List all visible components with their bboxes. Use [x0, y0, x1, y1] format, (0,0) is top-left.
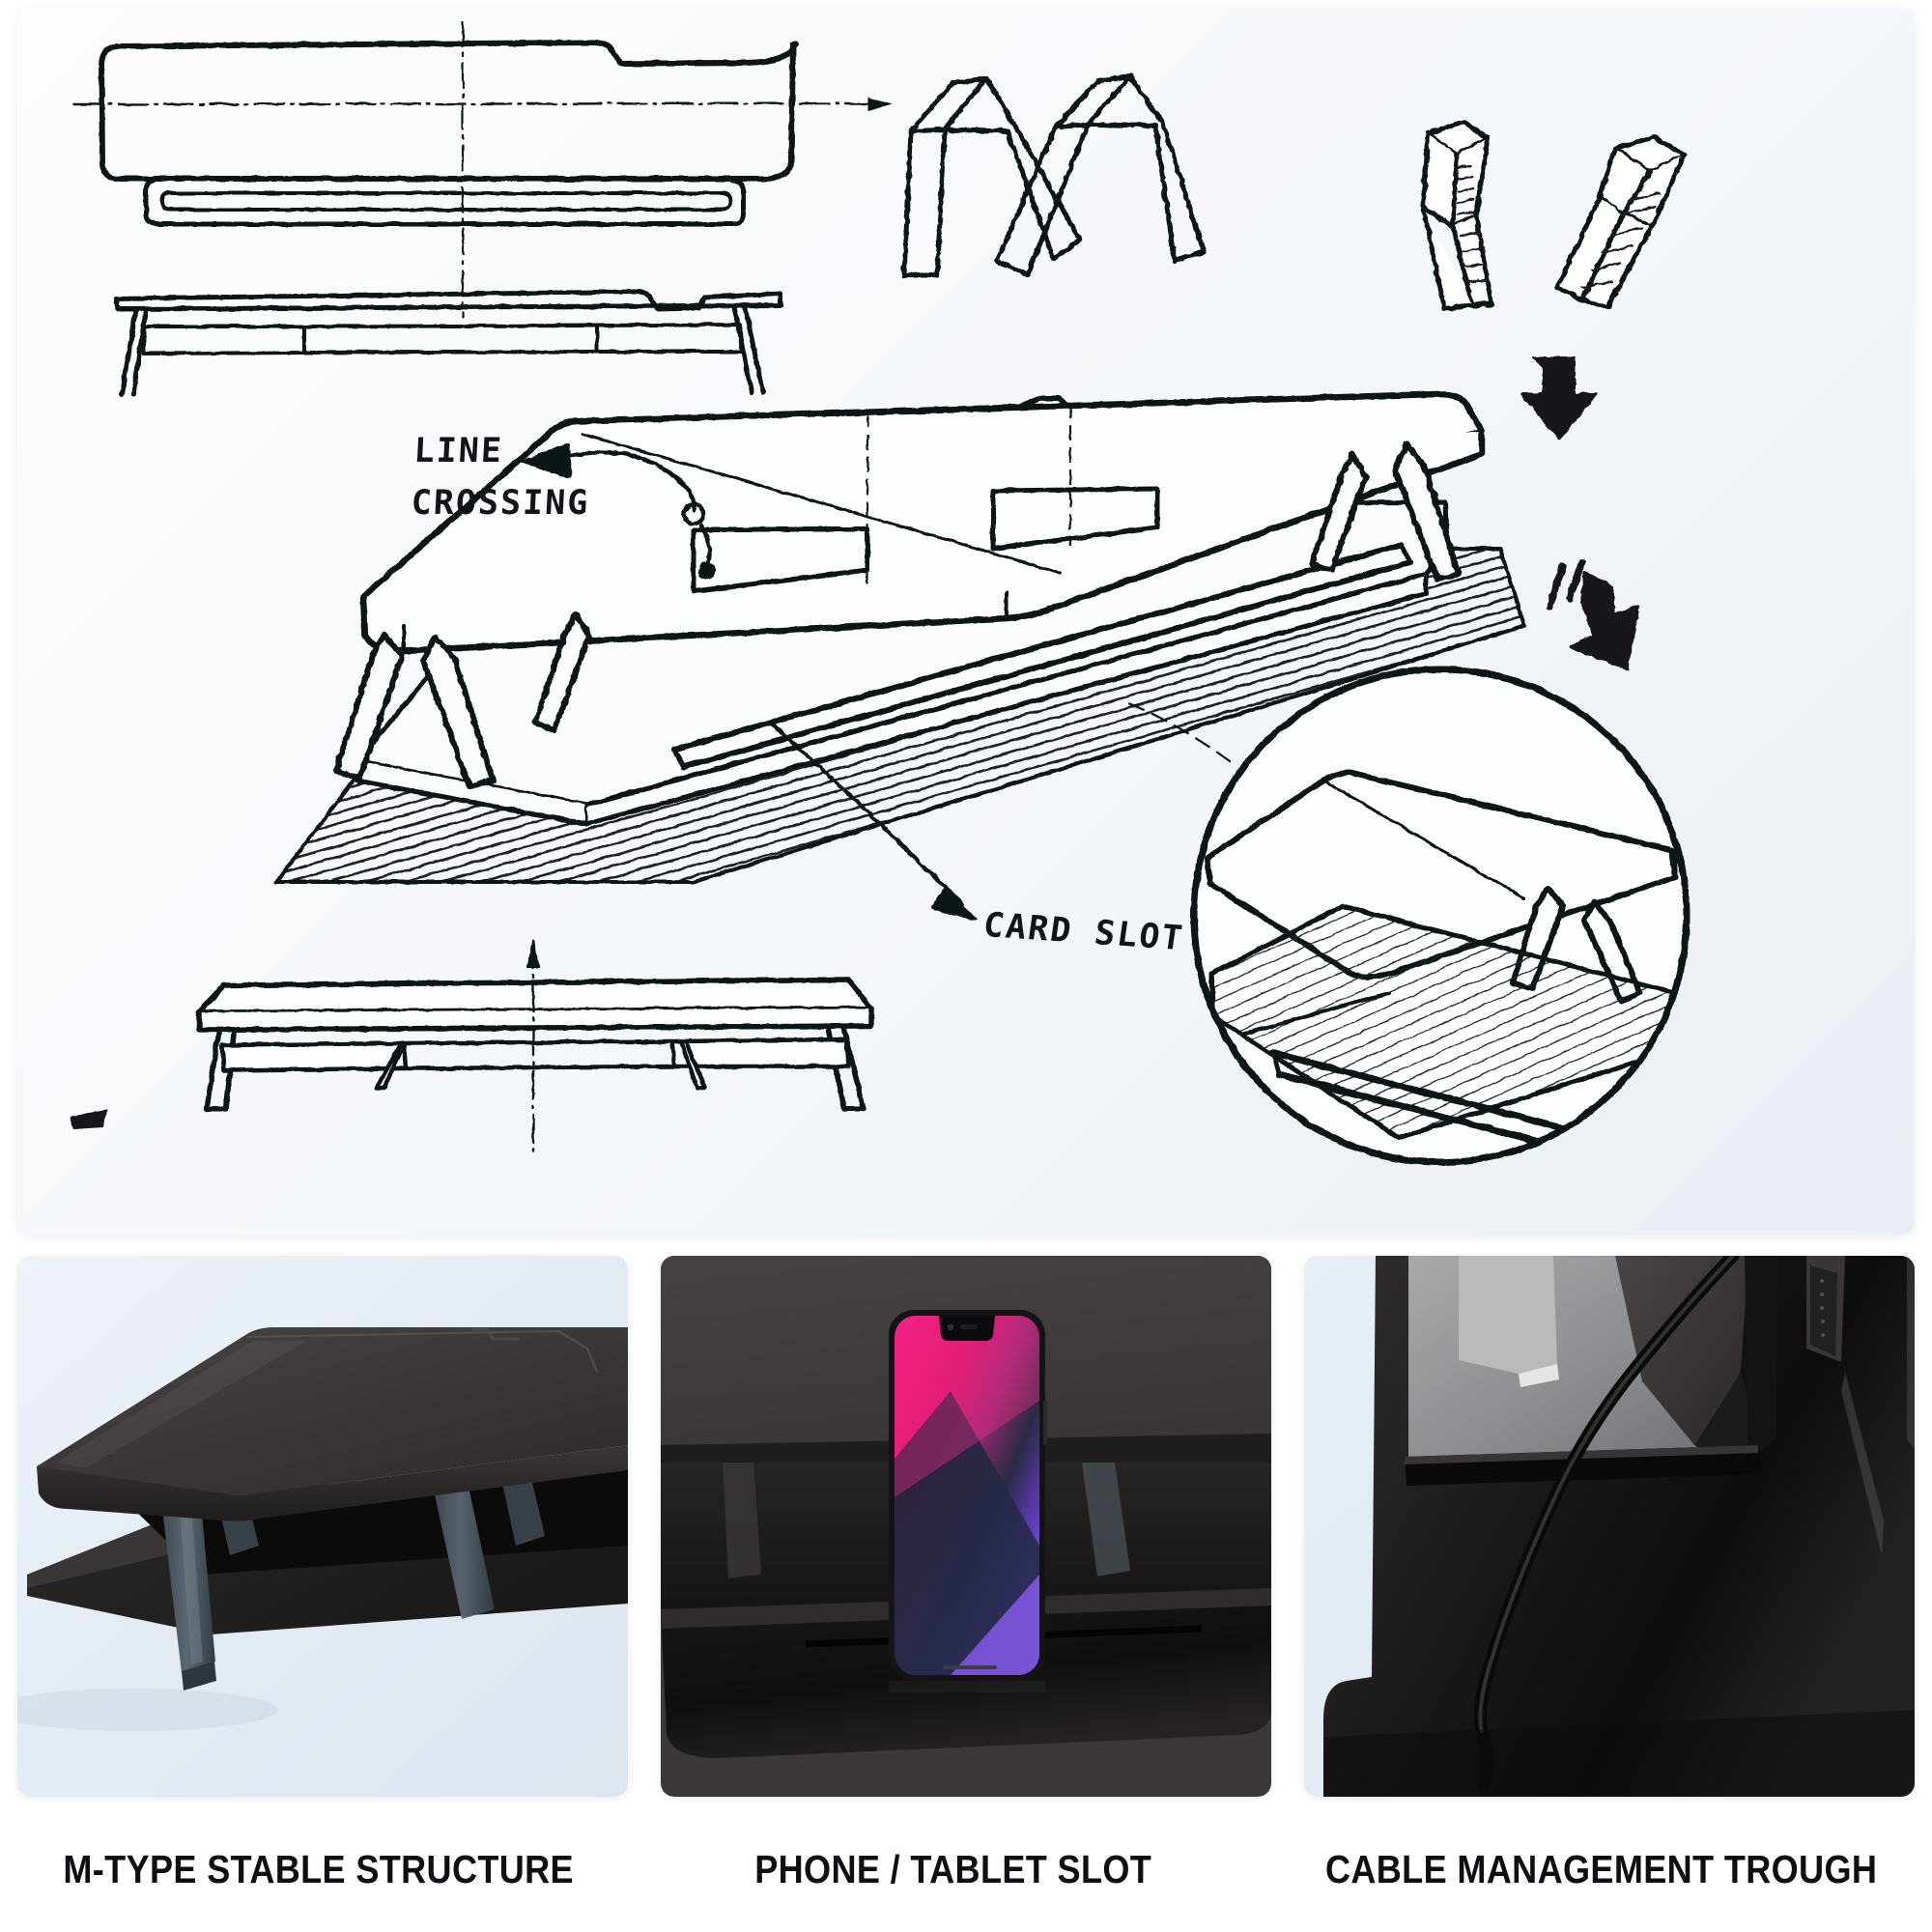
- bottom-elevation: [71, 939, 874, 1159]
- assembly-arrow-down: [1520, 356, 1598, 440]
- front-ortho-view: [113, 289, 783, 397]
- main-isometric-view: [274, 390, 1526, 922]
- leg-study-d: [1554, 134, 1688, 310]
- leg-study-c: [1420, 119, 1494, 311]
- detail-circle: [1126, 666, 1690, 1166]
- caption-phone-tablet-slot: PHONE / TABLET SLOT: [754, 1846, 1152, 1891]
- photo-m-type-structure: [17, 1256, 628, 1797]
- phone-slot-render: [661, 1256, 1271, 1797]
- sketch-canvas: [71, 19, 1690, 1166]
- caption-cable-management-trough: CABLE MANAGEMENT TROUGH: [1324, 1846, 1878, 1891]
- cable-trough-render: [1304, 1256, 1915, 1797]
- caption-m-type-stable-structure: M-TYPE STABLE STRUCTURE: [63, 1846, 574, 1891]
- line-crossing-leader: [521, 442, 717, 581]
- assembly-arrow-curved: [1546, 558, 1640, 670]
- feature-photo-row: [17, 1256, 1915, 1797]
- photo-phone-slot: [661, 1256, 1271, 1797]
- top-ortho-view: [71, 19, 893, 319]
- feature-caption-row: M-TYPE STABLE STRUCTURE PHONE / TABLET S…: [17, 1826, 1915, 1913]
- annotation-line-crossing: LINE CROSSING: [410, 432, 591, 523]
- leg-study-a: [901, 75, 1083, 278]
- m-type-structure-render: [17, 1256, 628, 1797]
- phone-device: [889, 1310, 1047, 1681]
- photo-cable-trough: [1304, 1256, 1915, 1797]
- concept-sketch-panel: LINE CROSSING CARD SLOT: [17, 8, 1915, 1235]
- leg-study-b: [994, 73, 1207, 277]
